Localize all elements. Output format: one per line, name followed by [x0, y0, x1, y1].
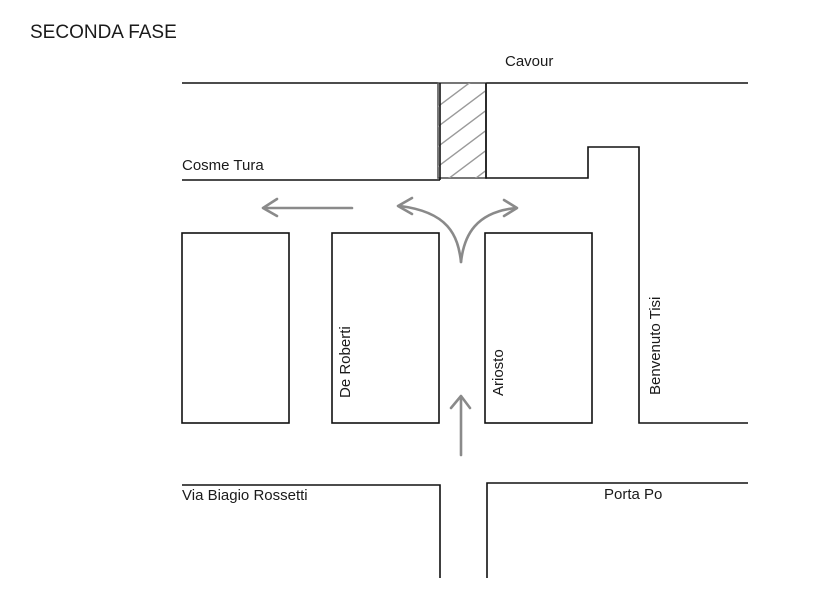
label-via-biagio-rossetti: Via Biagio Rossetti: [182, 487, 308, 504]
label-de-roberti: De Roberti: [337, 326, 354, 398]
label-porta-po: Porta Po: [604, 486, 662, 503]
block-de-roberti: [331, 232, 440, 424]
hatched-crossing: [437, 82, 487, 179]
label-cavour: Cavour: [505, 53, 553, 70]
porta-po-street: [486, 482, 748, 578]
cosme-tura-street: [182, 83, 441, 181]
block-left: [181, 232, 290, 424]
right-upper-block: [485, 83, 748, 424]
label-cosme-tura: Cosme Tura: [182, 157, 264, 174]
arrow-north: [449, 394, 472, 457]
page-title: SECONDA FASE: [30, 22, 177, 43]
label-benvenuto-tisi: Benvenuto Tisi: [647, 297, 664, 395]
arrow-west: [261, 197, 354, 218]
label-ariosto: Ariosto: [490, 349, 507, 396]
block-ariosto: [484, 232, 593, 424]
arrow-fork: [396, 196, 519, 264]
via-biagio-rossetti-street: [182, 484, 441, 578]
